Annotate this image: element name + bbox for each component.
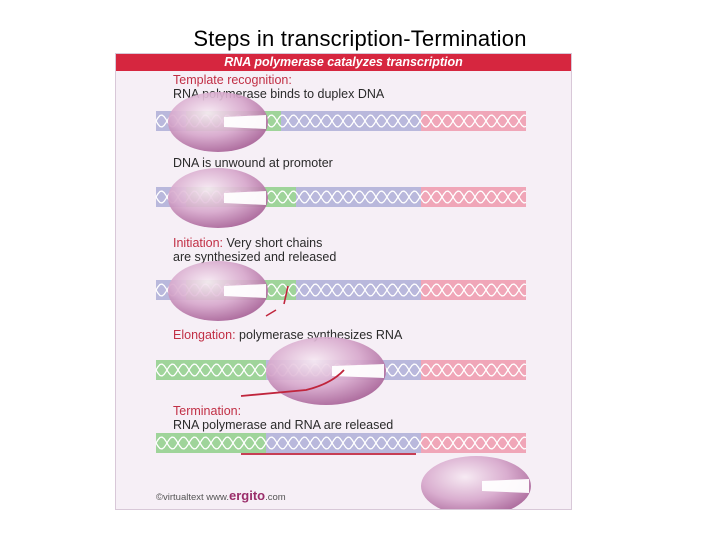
terminator-region [421,187,526,207]
footer-copyright: ©virtualtext www. [156,492,229,503]
terminator-region [421,360,526,380]
rna-polymerase [168,92,268,152]
footer-credit: ©virtualtext www.ergito.com [156,488,286,503]
terminator-region [421,433,526,453]
polymerase-cleft [224,115,266,129]
footer-suffix: .com [265,492,286,503]
rna-polymerase [266,337,386,405]
transcription-illustration [116,54,571,509]
polymerase-cleft [224,284,266,298]
rna-polymerase [168,261,268,321]
slide-title: Steps in transcription-Termination [0,26,720,52]
terminator-region [421,111,526,131]
polymerase-cleft [482,479,529,493]
polymerase-cleft [224,191,266,205]
footer-brand: ergito [229,488,265,503]
polymerase-cleft [332,364,384,378]
terminator-region [421,280,526,300]
transcription-figure: RNA polymerase catalyzes transcription T… [115,53,572,510]
released-rna-chain [266,310,276,316]
rna-polymerase [421,456,531,510]
rna-polymerase [168,168,268,228]
